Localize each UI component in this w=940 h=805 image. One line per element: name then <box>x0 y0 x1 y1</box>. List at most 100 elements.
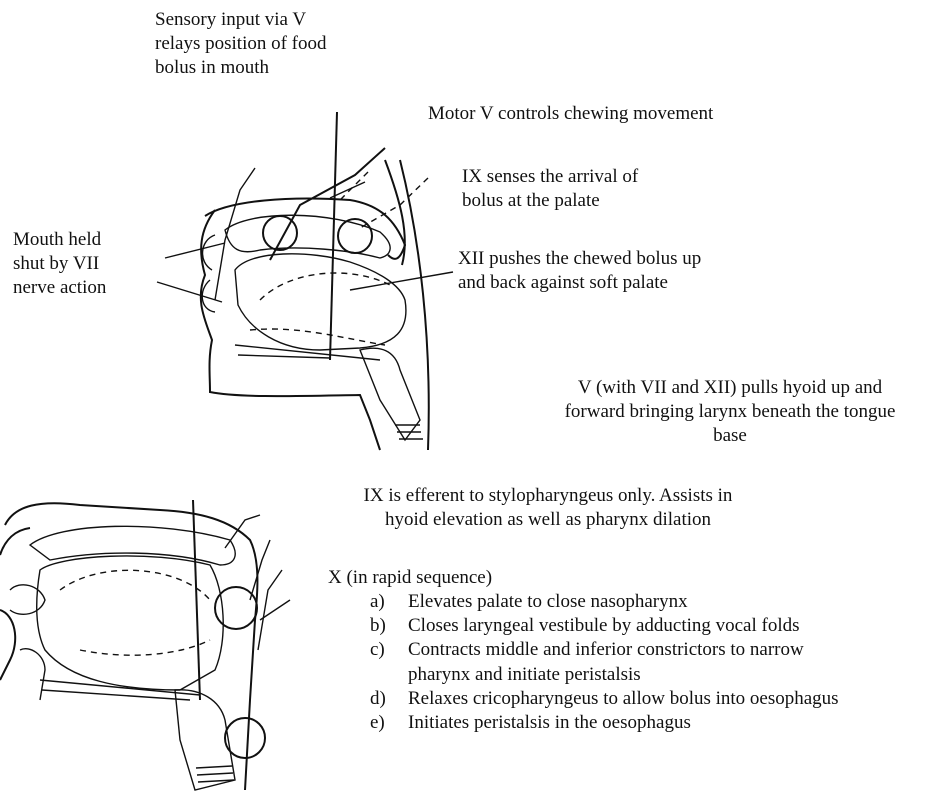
stipple-dot <box>17 610 19 612</box>
stipple-dot <box>114 561 116 563</box>
stipple-dot <box>26 606 28 608</box>
stipple-dot <box>167 560 169 562</box>
step-text: Contracts middle and inferior constricto… <box>408 639 804 660</box>
stipple-dot <box>28 641 30 643</box>
stipple-dot <box>27 631 29 633</box>
stipple-dot <box>14 618 16 620</box>
step-marker: d) <box>370 687 386 711</box>
stipple-dot <box>222 599 224 601</box>
stipple-dot <box>194 633 196 635</box>
sensory-line-2: relays position of food <box>155 32 327 56</box>
stipple-dot <box>21 620 23 622</box>
stipple-dot <box>201 664 203 666</box>
step-e: e) Initiates peristalsis in the oesophagu… <box>370 711 839 735</box>
ix-efferent-label: IX is efferent to stylopharyngeus only. … <box>318 484 778 532</box>
hyoid-line-2: forward bringing larynx beneath the tong… <box>520 400 940 424</box>
stipple-dot <box>117 563 119 565</box>
stipple-dot <box>23 646 25 648</box>
stipple-dot <box>153 547 155 549</box>
stipple-dot <box>207 656 209 658</box>
stipple-dot <box>25 644 27 646</box>
ix-efferent-line-1: IX is efferent to stylopharyngeus only. … <box>318 484 778 508</box>
stipple-dot <box>28 589 30 591</box>
stipple-dot <box>193 665 195 667</box>
stipple-dot <box>15 600 17 602</box>
stipple-dot <box>207 653 209 655</box>
stipple-dot <box>133 545 135 547</box>
stipple-dot <box>53 546 55 548</box>
stipple-dot <box>25 603 27 605</box>
stipple-dot <box>198 606 200 608</box>
stipple-dot <box>207 620 209 622</box>
stipple-dot <box>207 644 209 646</box>
stipple-dot <box>17 598 19 600</box>
stipple-dot <box>43 626 45 628</box>
x-steps-list: a)Elevates palate to close nasopharynx b… <box>370 590 839 735</box>
stipple-dot <box>48 552 50 554</box>
stipple-dot <box>190 620 192 622</box>
stipple-dot <box>26 637 28 639</box>
stipple-dot <box>16 605 18 607</box>
stipple-dot <box>37 645 39 647</box>
stipple-dot <box>217 629 219 631</box>
stipple-dot <box>69 545 71 547</box>
stipple-dot <box>31 602 33 604</box>
stipple-dot <box>174 547 176 549</box>
stipple-dot <box>32 598 34 600</box>
stipple-dot <box>202 548 204 550</box>
stipple-dot <box>159 558 161 560</box>
stipple-dot <box>30 646 32 648</box>
stipple-dot <box>17 616 19 618</box>
ix-senses-label: IX senses the arrival of bolus at the pa… <box>462 165 638 213</box>
stipple-dot <box>180 548 182 550</box>
stipple-dot <box>54 547 56 549</box>
stipple-dot <box>145 546 147 548</box>
stipple-dot <box>34 590 36 592</box>
stipple-dot <box>132 551 134 553</box>
stipple-dot <box>198 627 200 629</box>
stipple-dot <box>205 628 207 630</box>
stipple-dot <box>190 552 192 554</box>
stipple-dot <box>210 660 212 662</box>
stipple-dot <box>21 632 23 634</box>
stipple-dot <box>204 652 206 654</box>
stipple-dot <box>199 617 201 619</box>
stipple-dot <box>20 633 22 635</box>
stipple-dot <box>151 546 153 548</box>
stipple-dot <box>223 662 225 664</box>
stipple-dot <box>78 550 80 552</box>
stipple-dot <box>210 667 212 669</box>
stipple-dot <box>210 645 212 647</box>
step-text: Initiates peristalsis in the oesophagus <box>408 712 691 733</box>
stipple-dot <box>218 666 220 668</box>
step-marker: e) <box>370 711 385 735</box>
stipple-dot <box>165 547 167 549</box>
stipple-dot <box>42 626 44 628</box>
stipple-dot <box>119 564 121 566</box>
stipple-dot <box>22 604 24 606</box>
stipple-dot <box>38 604 40 606</box>
stipple-dot <box>21 623 23 625</box>
mouth-line-2: shut by VII <box>13 252 106 276</box>
stipple-dot <box>17 602 19 604</box>
step-text: pharynx and initiate peristalsis <box>408 664 641 685</box>
stipple-dot <box>189 656 191 658</box>
stipple-dot <box>124 549 126 551</box>
stipple-dot <box>35 632 37 634</box>
stipple-dot <box>25 634 27 636</box>
stipple-dot <box>154 548 156 550</box>
mouth-line-1: Mouth held <box>13 228 106 252</box>
stipple-dot <box>88 560 90 562</box>
stipple-dot <box>15 608 17 610</box>
stipple-dot <box>131 562 133 564</box>
stipple-dot <box>218 651 220 653</box>
stipple-dot <box>18 609 20 611</box>
stipple-dot <box>85 551 87 553</box>
stipple-dot <box>188 654 190 656</box>
stipple-dot <box>19 589 21 591</box>
stipple-dot <box>27 629 29 631</box>
stipple-dot <box>122 549 124 551</box>
stipple-dot <box>17 619 19 621</box>
stipple-dot <box>191 612 193 614</box>
stipple-dot <box>41 629 43 631</box>
